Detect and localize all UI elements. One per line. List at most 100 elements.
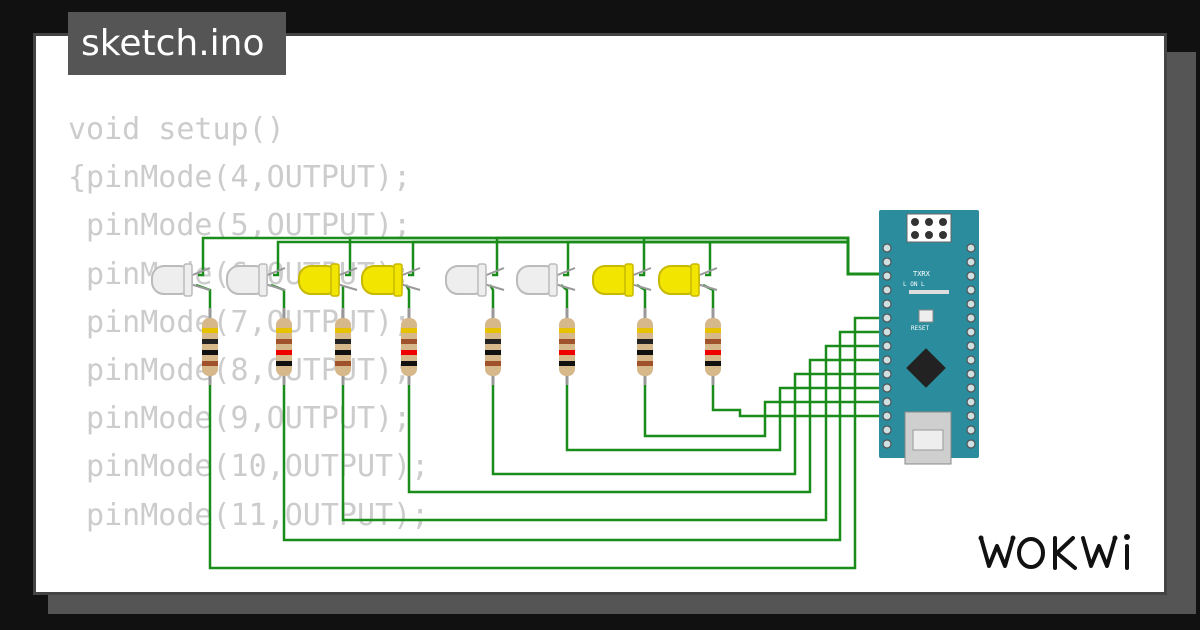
resistor-band — [559, 339, 575, 344]
resistor-body — [335, 318, 351, 376]
code-line: pinMode(9,OUTPUT); — [68, 401, 412, 437]
resistor-band — [202, 361, 218, 366]
pin-right — [966, 369, 976, 379]
pin-right — [966, 271, 976, 281]
resistor-band — [485, 361, 501, 366]
led-leg — [696, 267, 718, 277]
led-rim — [183, 263, 193, 297]
pin-right — [966, 355, 976, 365]
pin-left — [882, 243, 892, 253]
led-leg — [630, 283, 652, 291]
icsp-pin — [911, 231, 919, 239]
led-3 — [298, 263, 358, 297]
resistor-band — [276, 350, 292, 355]
wire-signal — [565, 385, 885, 452]
led-2 — [226, 263, 286, 297]
components — [151, 263, 721, 385]
pin-left — [882, 439, 892, 449]
usb-port — [912, 429, 944, 451]
led-rim — [393, 263, 403, 297]
code-line: void setup() — [68, 112, 285, 147]
led-leg — [554, 283, 576, 291]
resistor-band — [202, 328, 218, 333]
led-leg — [696, 283, 718, 291]
resistor-band — [705, 350, 721, 355]
led-leg — [264, 283, 286, 291]
board-led-strip — [909, 290, 949, 294]
icsp-pin — [911, 218, 919, 226]
resistor — [401, 308, 417, 385]
code-line: pinMode(10,OUTPUT); — [68, 449, 430, 485]
pin-right — [966, 439, 976, 449]
led-leg — [554, 267, 576, 277]
pin-right — [966, 313, 976, 323]
resistor-band — [485, 350, 501, 355]
pin-right — [966, 299, 976, 309]
pin-left — [882, 313, 892, 323]
board-side-labels: L ON L — [903, 281, 925, 288]
resistor-band — [335, 350, 351, 355]
led-leg — [336, 283, 358, 291]
wire-signal — [407, 358, 885, 494]
wires — [195, 236, 885, 570]
led-leg — [399, 283, 421, 291]
resistor — [202, 308, 218, 385]
pin-left — [882, 327, 892, 337]
resistor-band — [485, 339, 501, 344]
resistor-body — [202, 318, 218, 376]
led-leg — [336, 267, 358, 277]
resistor-band — [335, 361, 351, 366]
pin-right — [966, 411, 976, 421]
pin-left — [882, 271, 892, 281]
resistor-band — [401, 328, 417, 333]
resistor-band — [637, 328, 653, 333]
resistor-band — [202, 350, 218, 355]
led-leg — [264, 267, 286, 277]
led-7 — [592, 263, 652, 297]
pin-left — [882, 425, 892, 435]
wire-signal — [711, 385, 885, 418]
resistor-band — [276, 339, 292, 344]
pin-left — [882, 411, 892, 421]
resistor-band — [276, 328, 292, 333]
resistor — [485, 308, 501, 385]
pin-right — [966, 285, 976, 295]
resistor-band — [485, 328, 501, 333]
resistor-band — [401, 361, 417, 366]
wire-common — [705, 240, 885, 277]
led-8 — [658, 263, 718, 297]
resistor — [335, 308, 351, 385]
resistor — [276, 308, 292, 385]
resistor-body — [637, 318, 653, 376]
resistor-band — [637, 361, 653, 366]
wire-signal — [208, 316, 885, 570]
led-6 — [516, 263, 576, 297]
pin-right — [966, 243, 976, 253]
file-tab[interactable]: sketch.ino — [68, 12, 286, 75]
resistor — [559, 308, 575, 385]
pin-right — [966, 383, 976, 393]
resistor-body — [401, 318, 417, 376]
pin-right — [966, 425, 976, 435]
pin-left — [882, 369, 892, 379]
led-5 — [445, 263, 505, 297]
resistor-band — [637, 339, 653, 344]
resistor — [705, 308, 721, 385]
led-rim — [330, 263, 340, 297]
resistor-band — [559, 328, 575, 333]
resistor-body — [276, 318, 292, 376]
code-line: pinMode(7,OUTPUT); — [68, 304, 412, 340]
resistor-body — [705, 318, 721, 376]
pin-left — [882, 397, 892, 407]
wokwi-logo — [978, 534, 1130, 570]
code-editor[interactable]: void setup(){pinMode(4,OUTPUT); pinMode(… — [68, 106, 430, 592]
icsp-pin — [939, 231, 947, 239]
wire-signal — [341, 344, 885, 522]
pin-left — [882, 355, 892, 365]
resistor-band — [559, 350, 575, 355]
resistor-body — [559, 318, 575, 376]
resistor-band — [401, 339, 417, 344]
resistor-band — [202, 339, 218, 344]
